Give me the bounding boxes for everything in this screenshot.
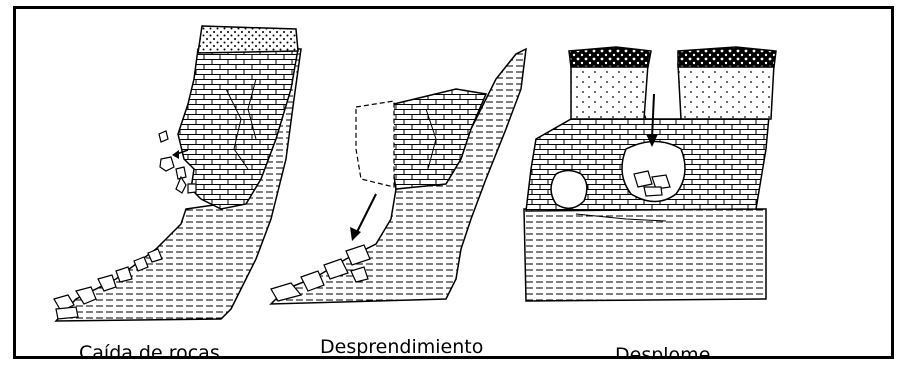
rock-fall-limestone-block <box>177 48 299 210</box>
caption-rock-fall: Caída de rocas <box>79 342 220 359</box>
collapse-gravel-cap-left <box>568 46 652 68</box>
detachment-debris <box>270 244 371 302</box>
arrow-down-icon <box>350 193 377 241</box>
collapse-sandy-layer-right <box>677 63 775 120</box>
arrow-down-icon <box>646 93 658 147</box>
collapse-small-cavity <box>550 169 588 210</box>
collapse-sandy-layer-left <box>570 63 649 120</box>
panel-collapse <box>523 46 777 302</box>
rock-fall-gravel-cap <box>197 25 299 54</box>
landslide-types-illustration <box>53 25 777 322</box>
talus-debris <box>53 248 163 320</box>
arrow-left-icon <box>172 149 189 159</box>
diagram-frame: Caída de rocas Desprendimiento Desplome <box>13 6 894 359</box>
panel-detachment <box>269 47 527 305</box>
collapse-hatched-base <box>523 208 767 302</box>
collapse-gravel-cap-right <box>677 46 777 68</box>
caption-collapse: Desplome <box>615 344 711 359</box>
falling-rock-fragments <box>158 130 197 194</box>
panel-rock-fall <box>53 25 302 322</box>
detached-block-outline <box>355 100 395 188</box>
caption-detachment: Desprendimiento <box>320 336 484 358</box>
collapsed-blocks <box>633 170 671 197</box>
